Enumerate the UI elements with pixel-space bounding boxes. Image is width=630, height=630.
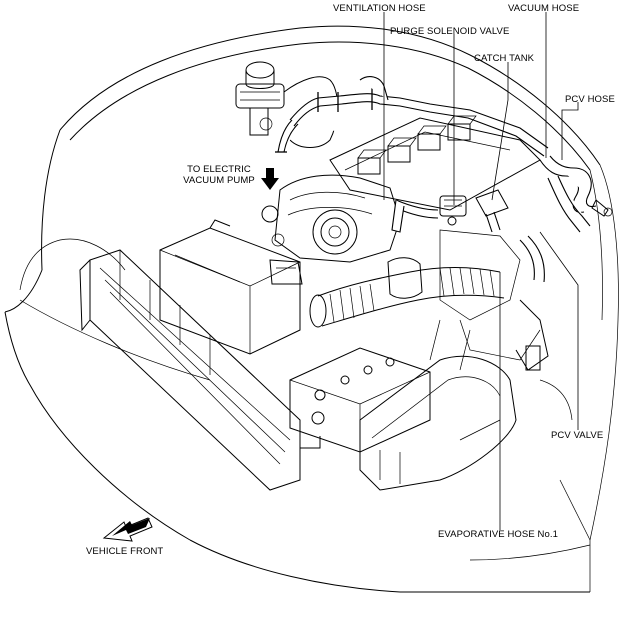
label-catch-tank: CATCH TANK (474, 53, 535, 64)
purge-solenoid-valve (439, 195, 467, 226)
label-vacuum-pump-line2: VACUUM PUMP (183, 175, 255, 186)
label-evaporative-hose-no1: EVAPORATIVE HOSE No.1 (438, 529, 559, 540)
catch-tank (475, 189, 509, 233)
leader-lines (383, 12, 579, 530)
label-to-electric-vacuum-pump: TO ELECTRIC VACUUM PUMP (180, 164, 258, 186)
intake-manifold (261, 174, 401, 285)
radiator (79, 249, 301, 491)
label-vacuum-hose: VACUUM HOSE (508, 3, 580, 14)
label-pcv-hose: PCV HOSE (565, 94, 615, 105)
pcv-hose-assembly (539, 155, 613, 233)
ventilation-hose (391, 199, 439, 233)
label-to-electric-line1: TO ELECTRIC (187, 164, 251, 175)
air-intake-hose (309, 257, 505, 328)
vacuum-hose-lines (275, 76, 549, 157)
label-ventilation-hose: VENTILATION HOSE (333, 3, 426, 14)
fuse-box (359, 356, 517, 491)
engine-bay-details (429, 229, 573, 421)
label-vehicle-front: VEHICLE FRONT (86, 546, 164, 557)
label-pcv-valve: PCV VALVE (551, 430, 604, 441)
arrow-to-electric-vacuum-pump (261, 168, 279, 190)
vehicle-front-arrow-icon (102, 517, 153, 542)
vehicle-body-outline (4, 25, 619, 593)
cylinder-head-cover (329, 115, 541, 211)
label-purge-solenoid-valve: PURGE SOLENOID VALVE (390, 26, 510, 37)
air-cleaner-box (159, 219, 301, 355)
